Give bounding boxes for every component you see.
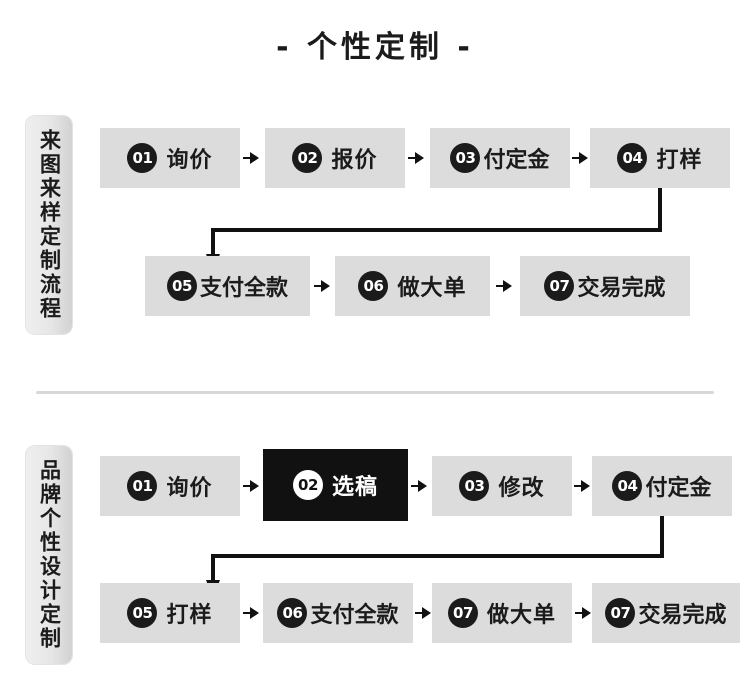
arrow-tail [572, 157, 579, 159]
step-label: 做大单 [486, 603, 556, 628]
step-s1r2-07[interactable]: 07 交易完成 [520, 256, 690, 316]
arrow-head [422, 607, 431, 619]
step-badge: 06 [277, 598, 308, 628]
step-badge: 02 [292, 470, 323, 500]
step-badge: 01 [127, 471, 158, 501]
section-1-side-label: 来图来样定制流程 [26, 116, 72, 334]
arrow-head [582, 607, 591, 619]
step-badge: 05 [127, 598, 158, 628]
arrow-tail [575, 612, 582, 614]
arrow-separator-icon [408, 151, 426, 165]
step-s2r1-03[interactable]: 03 修改 [432, 456, 572, 516]
step-label: 报价 [331, 148, 378, 173]
arrow-head [503, 280, 512, 292]
arrow-tail [408, 157, 415, 159]
arrow-separator-icon [411, 479, 429, 493]
arrow-tail [574, 485, 581, 487]
step-label: 做大单 [397, 276, 467, 301]
arrow-separator-icon [572, 151, 590, 165]
step-badge: 04 [617, 143, 648, 173]
step-label: 交易完成 [638, 603, 727, 628]
step-label: 打样 [166, 603, 213, 628]
arrow-tail [314, 285, 321, 287]
arrow-separator-icon [243, 479, 261, 493]
section-divider [36, 391, 714, 394]
arrow-head [579, 152, 588, 164]
arrow-head [321, 280, 330, 292]
arrow-tail [243, 485, 250, 487]
step-s2r2-05[interactable]: 05 打样 [100, 583, 240, 643]
arrow-head [418, 480, 427, 492]
step-badge: 07 [544, 271, 575, 301]
step-badge: 07 [605, 598, 636, 628]
arrow-separator-icon [243, 606, 261, 620]
arrow-head [250, 480, 259, 492]
step-s1r1-01[interactable]: 01 询价 [100, 128, 240, 188]
step-s1r2-06[interactable]: 06 做大单 [335, 256, 490, 316]
step-s2r2-07a[interactable]: 07 做大单 [432, 583, 572, 643]
step-badge: 02 [292, 143, 323, 173]
step-label: 修改 [498, 476, 545, 501]
arrow-separator-icon [314, 279, 332, 293]
step-badge: 06 [358, 271, 389, 301]
arrow-tail [411, 485, 418, 487]
step-s2r1-02[interactable]: 02 选稿 [263, 449, 408, 521]
step-badge: 03 [450, 143, 481, 173]
section-1-side-label-text: 来图来样定制流程 [37, 129, 62, 321]
step-label: 支付全款 [310, 603, 399, 628]
page-title: - 个性定制 - [276, 30, 474, 65]
arrow-tail [243, 157, 250, 159]
arrow-separator-icon [575, 606, 593, 620]
step-label: 付定金 [645, 476, 712, 501]
arrow-separator-icon [496, 279, 514, 293]
step-label: 询价 [166, 148, 213, 173]
step-s2r2-06[interactable]: 06 支付全款 [263, 583, 413, 643]
section-2-side-label-text: 品牌个性设计定制 [37, 459, 62, 651]
arrow-tail [496, 285, 503, 287]
arrow-tail [415, 612, 422, 614]
step-badge: 03 [459, 471, 490, 501]
step-badge: 07 [447, 598, 478, 628]
arrow-head [250, 152, 259, 164]
step-s2r2-07b[interactable]: 07 交易完成 [592, 583, 740, 643]
step-s2r1-04[interactable]: 04 付定金 [592, 456, 732, 516]
step-badge: 04 [612, 471, 643, 501]
step-s1r1-02[interactable]: 02 报价 [265, 128, 405, 188]
section-2-side-label: 品牌个性设计定制 [26, 446, 72, 664]
step-s1r2-05[interactable]: 05 支付全款 [145, 256, 310, 316]
arrow-head [581, 480, 590, 492]
arrow-separator-icon [243, 151, 261, 165]
step-s1r1-03[interactable]: 03 付定金 [430, 128, 570, 188]
step-label: 支付全款 [199, 276, 288, 301]
step-label: 交易完成 [577, 276, 666, 301]
step-label: 询价 [166, 476, 213, 501]
step-badge: 01 [127, 143, 158, 173]
arrow-tail [243, 612, 250, 614]
arrow-head [250, 607, 259, 619]
step-label: 付定金 [483, 148, 550, 173]
arrow-separator-icon [415, 606, 433, 620]
arrow-head [415, 152, 424, 164]
step-label: 打样 [656, 148, 703, 173]
step-badge: 05 [166, 271, 197, 301]
step-s2r1-01[interactable]: 01 询价 [100, 456, 240, 516]
step-s1r1-04[interactable]: 04 打样 [590, 128, 730, 188]
arrow-separator-icon [574, 479, 592, 493]
step-label: 选稿 [331, 475, 378, 500]
